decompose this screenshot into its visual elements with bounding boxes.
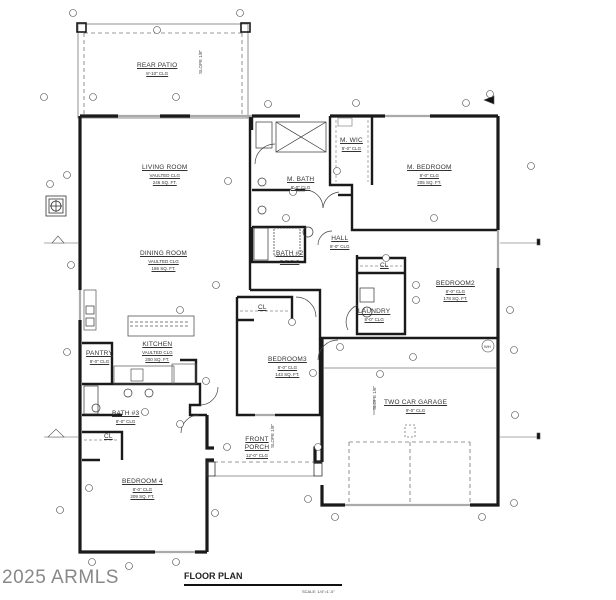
- callout-bubbles: [40, 9, 535, 570]
- room-label-dining-room: DINING ROOM VAULTED CLG 186 SQ. FT.: [140, 250, 187, 271]
- water-heater-label: WH: [484, 344, 491, 349]
- bath-fixtures: [83, 121, 375, 415]
- room-label-living-room: LIVING ROOM VAULTED CLG 246 SQ. FT.: [142, 164, 188, 185]
- room-label-laundry: LAUNDRY 8'-0" CLG: [358, 308, 391, 322]
- room-label-hall: HALL 8'-0" CLG: [330, 235, 350, 249]
- room-label-closet-bed4: CL: [104, 433, 113, 440]
- room-label-bedroom3: BEDROOM3 8'-0" CLG 143 SQ. FT.: [268, 356, 307, 377]
- front-porch-slope: SLOPE 1/8": [270, 423, 275, 448]
- room-label-m-bedroom: M. BEDROOM 8'-0" CLG 205 SQ. FT.: [407, 164, 452, 185]
- watermark: 2025 ARMLS: [2, 567, 119, 588]
- garage-slope: SLOPE 1/8": [372, 385, 377, 410]
- title-underline: [184, 584, 342, 586]
- room-label-closet-bed3: CL: [258, 304, 267, 311]
- doors: [180, 143, 359, 434]
- room-label-garage: TWO CAR GARAGE 9'-0" CLG: [384, 399, 448, 413]
- kitchen-counter: [83, 289, 197, 385]
- room-label-bedroom2: BEDROOM2 8'-0" CLG 178 SQ. FT.: [436, 280, 475, 301]
- room-label-rear-patio: REAR PATIO 8'-10" CLG: [137, 62, 178, 76]
- room-label-m-wic: M. WIC 8'-0" CLG: [340, 137, 363, 151]
- kitchen-island: [127, 315, 195, 337]
- section-lines: [44, 95, 541, 440]
- rear-patio-outline: [76, 22, 251, 119]
- room-label-pantry: PANTRY 8'-0" CLG: [86, 350, 113, 364]
- fireplace: [45, 195, 67, 217]
- plan-title: FLOOR PLAN: [184, 571, 243, 581]
- rear-patio-slope: SLOPE 1/8": [198, 49, 203, 74]
- garage-details: [324, 339, 496, 505]
- room-label-closet-bed2: CL: [380, 262, 389, 269]
- room-label-kitchen: KITCHEN VAULTED CLG 200 SQ. FT.: [142, 341, 173, 362]
- room-label-bath3: BATH #3 8'-0" CLG: [112, 410, 140, 424]
- room-label-bedroom4: BEDROOM 4 8'-0" CLG 209 SQ. FT.: [122, 478, 163, 499]
- windows: [78, 114, 500, 554]
- room-label-front-porch: FRONT PORCH 12'-0" CLG: [244, 436, 270, 458]
- room-label-m-bath: M. BATH 8'-0" CLG: [287, 176, 315, 190]
- room-label-bath2: BATH #2 8'-0" CLG: [276, 250, 304, 264]
- front-porch-details: [206, 461, 323, 477]
- exterior-walls: [78, 114, 500, 554]
- plan-scale: SCALE: 1/4"=1'-0": [302, 589, 335, 594]
